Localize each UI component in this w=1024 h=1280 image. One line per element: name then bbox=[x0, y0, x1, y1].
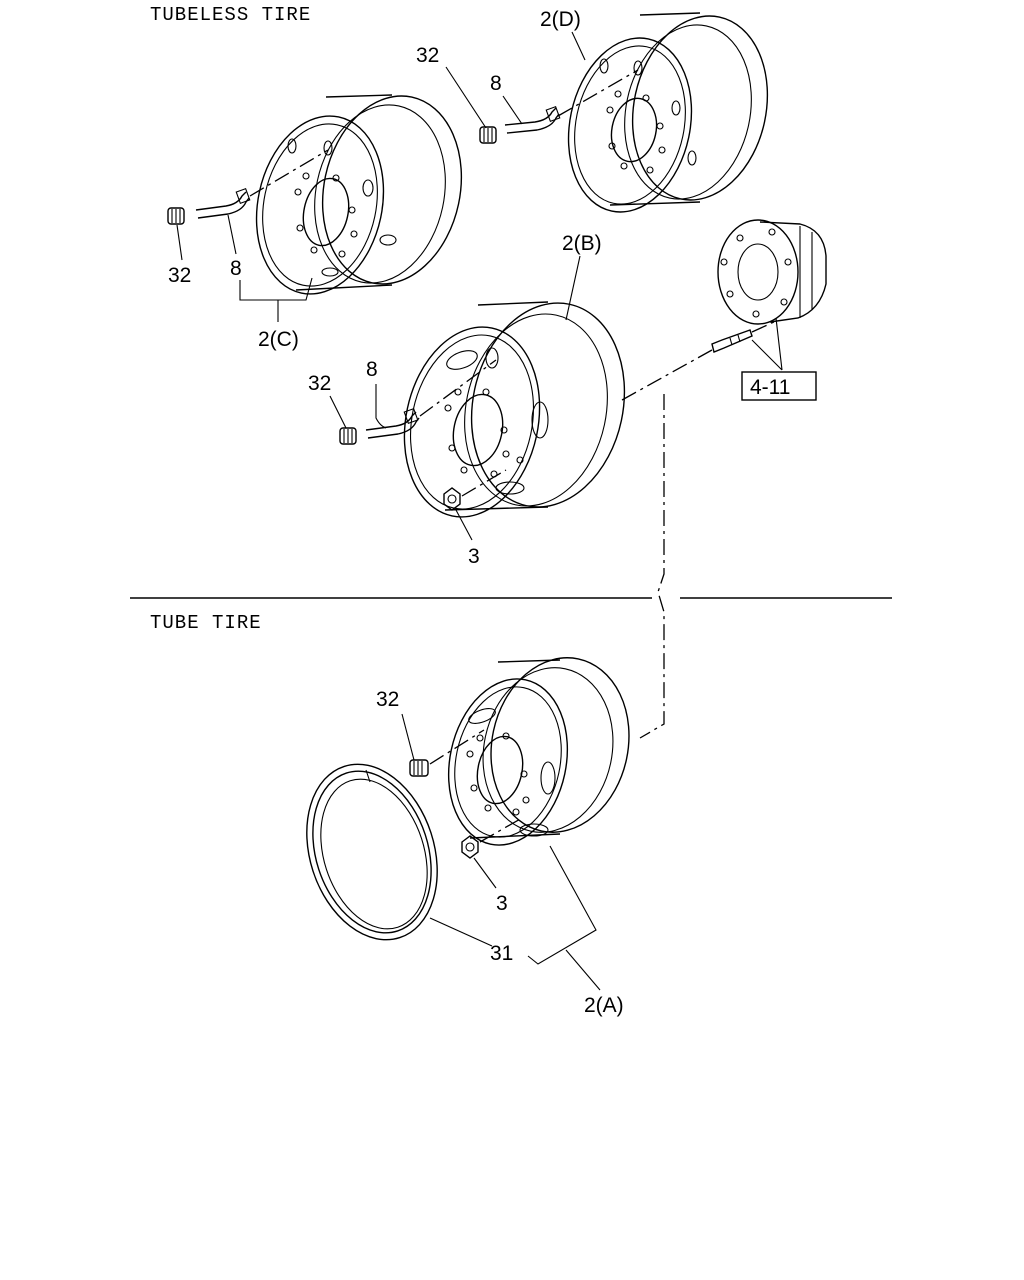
assembly-line-cap-a bbox=[429, 729, 485, 765]
rim-flap-31 bbox=[306, 763, 438, 941]
wheel-2d bbox=[567, 12, 769, 213]
assembly-line-vertical bbox=[639, 394, 665, 739]
assembly-line-nut-a bbox=[479, 817, 523, 843]
leader-ref-4-11 bbox=[751, 317, 783, 371]
callout-cap-32-c: 32 bbox=[168, 264, 191, 287]
valve-stem-8-b bbox=[365, 407, 420, 439]
leader-nut-3-a bbox=[473, 857, 497, 889]
leader-valve-8-d bbox=[502, 95, 523, 125]
assembly-line-nut-b bbox=[461, 469, 507, 497]
wheel-2c bbox=[255, 94, 463, 295]
valve-cap-32-b bbox=[339, 427, 357, 445]
valve-cap-32-d bbox=[479, 126, 497, 144]
hub-bolt-4-11 bbox=[711, 329, 753, 353]
leader-wheel-2a bbox=[565, 949, 601, 991]
callout-nut-3-a: 3 bbox=[496, 892, 508, 915]
ref-box-4-11 bbox=[741, 371, 817, 401]
leader-wheel-2b bbox=[565, 255, 581, 321]
wheel-2a bbox=[447, 657, 630, 846]
callout-wheel-2c: 2(C) bbox=[258, 328, 299, 351]
bracket-wheel-2a bbox=[527, 845, 597, 965]
callout-valve-8-c: 8 bbox=[230, 257, 242, 280]
assembly-line-c bbox=[249, 149, 329, 197]
valve-cap-32-a bbox=[409, 759, 429, 777]
assembly-line-d bbox=[557, 69, 639, 117]
valve-cap-32-c bbox=[167, 207, 185, 225]
callout-cap-32-a: 32 bbox=[376, 688, 399, 711]
callout-nut-3-b: 3 bbox=[468, 545, 480, 568]
leader-valve-8-c bbox=[227, 214, 237, 255]
leader-valve-8-b bbox=[375, 384, 387, 429]
leader-cap-32-b bbox=[329, 395, 347, 429]
leader-nut-3-b bbox=[455, 509, 473, 541]
leader-cap-32-c bbox=[176, 224, 183, 261]
valve-stem-8-d bbox=[504, 105, 561, 134]
callout-flap-31: 31 bbox=[490, 942, 513, 965]
callout-cap-32-d: 32 bbox=[416, 44, 439, 67]
leader-wheel-2d bbox=[571, 31, 586, 61]
section-title-tubeless: TUBELESS TIRE bbox=[150, 4, 311, 26]
valve-stem-8-c bbox=[195, 187, 251, 219]
leader-cap-32-d bbox=[445, 66, 487, 129]
callout-valve-8-b: 8 bbox=[366, 358, 378, 381]
wheel-nut-3-b bbox=[443, 487, 461, 511]
wheel-2b bbox=[403, 301, 626, 518]
wheel-nut-3-a bbox=[461, 835, 479, 859]
bracket-wheel-2c bbox=[239, 277, 313, 301]
wheel-hub bbox=[717, 219, 827, 325]
callout-ref-4-11: 4-11 bbox=[750, 376, 790, 399]
callout-wheel-2d: 2(D) bbox=[540, 8, 581, 31]
section-title-tube: TUBE TIRE bbox=[150, 612, 262, 634]
callout-cap-32-b: 32 bbox=[308, 372, 331, 395]
assembly-line-b bbox=[419, 359, 497, 417]
assembly-line-bolt bbox=[751, 321, 775, 333]
callout-valve-8-d: 8 bbox=[490, 72, 502, 95]
assembly-line-wheel-hub bbox=[621, 349, 713, 401]
callout-wheel-2a: 2(A) bbox=[584, 994, 624, 1017]
callout-wheel-2b: 2(B) bbox=[562, 232, 602, 255]
leader-flap-31 bbox=[429, 917, 493, 947]
leader-cap-32-a bbox=[401, 713, 415, 761]
